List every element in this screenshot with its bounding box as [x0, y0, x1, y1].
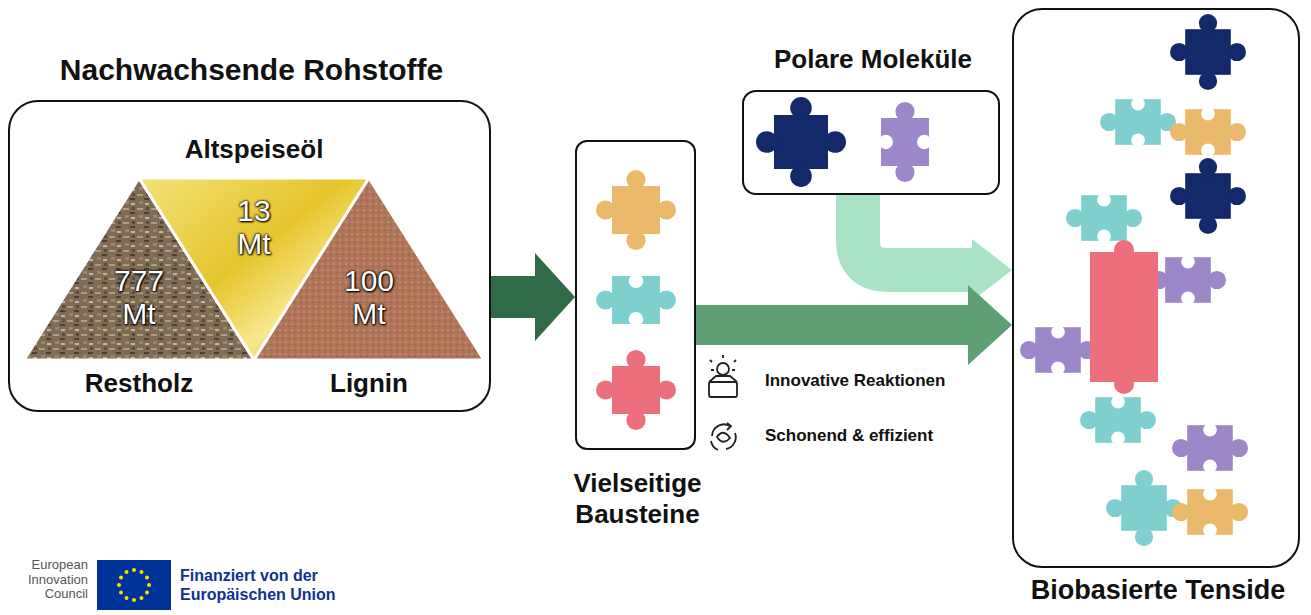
process-note: Schonend & effizient [765, 426, 933, 446]
flow-arrow [696, 285, 1012, 365]
puzzle-piece [1150, 255, 1226, 305]
eu-flag [97, 560, 171, 610]
polar-molecule-panel: Polare Moleküle [742, 90, 1000, 195]
building-block-pieces [596, 170, 676, 430]
recycle-icon [711, 423, 736, 450]
puzzle-piece [596, 350, 676, 430]
building-block-panel: Vielseitige Bausteine [575, 140, 696, 450]
puzzle-piece [1080, 395, 1156, 445]
puzzle-piece [1170, 14, 1246, 90]
puzzle-piece [1172, 487, 1248, 537]
resource-label: Altspeiseöl [119, 134, 389, 165]
resource-triangle: 100 MtLignin [254, 178, 484, 360]
puzzle-piece [1170, 107, 1246, 157]
puzzle-piece [1172, 423, 1248, 473]
funding-note: Finanziert von der Europäischen Union [180, 566, 385, 604]
resource-label: Restholz [4, 368, 274, 399]
surfactant-panel: Biobasierte Tenside [1012, 8, 1300, 568]
puzzle-piece [596, 170, 676, 250]
puzzle-piece [1066, 193, 1142, 243]
process-note: Innovative Reaktionen [765, 371, 945, 391]
puzzle-piece [1106, 470, 1182, 546]
quantity-value: 13 Mt [224, 194, 284, 260]
puzzle-piece [879, 102, 932, 182]
lightbulb-icon [709, 355, 737, 397]
puzzle-piece [1090, 240, 1158, 394]
quantity-value: 777 Mt [109, 264, 169, 330]
panel-heading: Nachwachsende Rohstoffe [0, 52, 513, 88]
funder-name: European Innovation Council [2, 558, 88, 602]
quantity-value: 100 Mt [339, 264, 399, 330]
flow-arrow [858, 195, 1012, 301]
panel-heading: Vielseitige Bausteine [547, 468, 728, 530]
panel-heading: Biobasierte Tenside [994, 574, 1311, 606]
puzzle-piece [756, 97, 846, 187]
panel-heading: Polare Moleküle [734, 44, 1012, 75]
puzzle-piece [1020, 325, 1096, 375]
puzzle-piece [596, 274, 676, 327]
source-panel: Nachwachsende Rohstoffe777 MtRestholzAlt… [8, 100, 491, 412]
puzzle-piece [1170, 158, 1246, 234]
surfactant-assembly [1020, 14, 1248, 546]
puzzle-piece [1100, 97, 1176, 147]
polar-molecule-pieces [756, 97, 931, 187]
flow-arrow [491, 253, 575, 341]
resource-label: Lignin [234, 368, 504, 399]
